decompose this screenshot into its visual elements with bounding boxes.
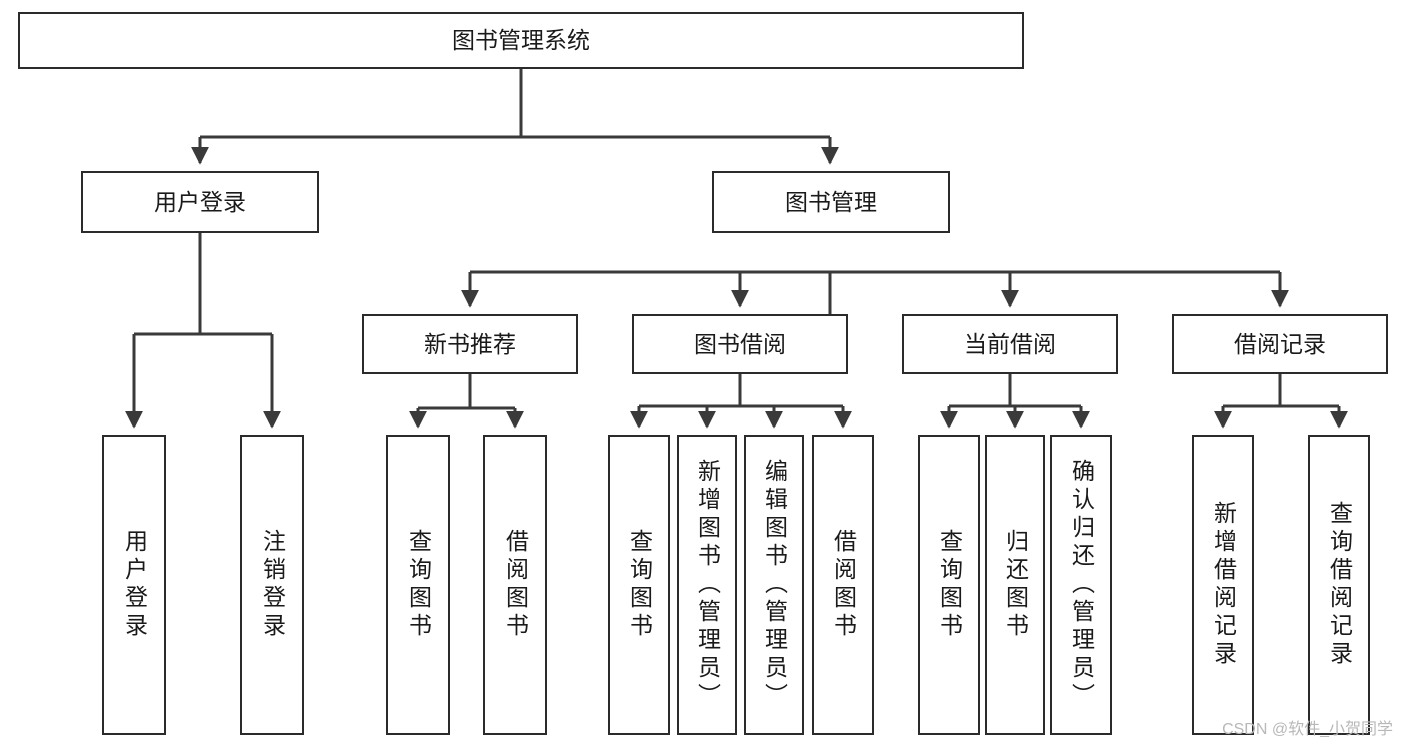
node-leaf-book-edit[interactable]: 编辑图书（管理员） bbox=[744, 435, 804, 735]
node-leaf-book-add-label: 新增图书（管理员） bbox=[694, 459, 721, 711]
node-user-login-label: 用户登录 bbox=[154, 188, 246, 215]
node-leaf-rec-add-label: 新增借阅记录 bbox=[1210, 501, 1237, 669]
node-leaf-book-lend[interactable]: 借阅图书 bbox=[812, 435, 874, 735]
node-leaf-rec-query[interactable]: 查询图书 bbox=[386, 435, 450, 735]
node-user-login[interactable]: 用户登录 bbox=[81, 171, 319, 233]
node-leaf-logout[interactable]: 注销登录 bbox=[240, 435, 304, 735]
node-book-manage[interactable]: 图书管理 bbox=[712, 171, 950, 233]
node-leaf-book-add[interactable]: 新增图书（管理员） bbox=[677, 435, 737, 735]
node-book-manage-label: 图书管理 bbox=[785, 188, 877, 215]
node-borrow-record-label: 借阅记录 bbox=[1234, 330, 1326, 357]
node-leaf-cur-return-label: 归还图书 bbox=[1002, 529, 1029, 641]
node-leaf-rec-query-label: 查询图书 bbox=[405, 529, 432, 641]
node-new-book-rec[interactable]: 新书推荐 bbox=[362, 314, 578, 374]
node-leaf-rec-borrow-label: 借阅图书 bbox=[502, 529, 529, 641]
node-leaf-rec-add[interactable]: 新增借阅记录 bbox=[1192, 435, 1254, 735]
node-leaf-logout-label: 注销登录 bbox=[259, 529, 286, 641]
node-leaf-cur-query-label: 查询图书 bbox=[936, 529, 963, 641]
node-leaf-cur-confirm[interactable]: 确认归还（管理员） bbox=[1050, 435, 1112, 735]
node-leaf-book-edit-label: 编辑图书（管理员） bbox=[761, 459, 788, 711]
node-leaf-rec-borrow[interactable]: 借阅图书 bbox=[483, 435, 547, 735]
node-current-borrow-label: 当前借阅 bbox=[964, 330, 1056, 357]
node-leaf-user-login-label: 用户登录 bbox=[121, 529, 148, 641]
node-root[interactable]: 图书管理系统 bbox=[18, 12, 1024, 69]
node-leaf-user-login[interactable]: 用户登录 bbox=[102, 435, 166, 735]
node-current-borrow[interactable]: 当前借阅 bbox=[902, 314, 1118, 374]
node-borrow-record[interactable]: 借阅记录 bbox=[1172, 314, 1388, 374]
node-leaf-rec-search-label: 查询借阅记录 bbox=[1326, 501, 1353, 669]
node-leaf-cur-return[interactable]: 归还图书 bbox=[985, 435, 1045, 735]
watermark-text: CSDN @软件_小贺同学 bbox=[1222, 721, 1393, 738]
node-leaf-borrow-query[interactable]: 查询图书 bbox=[608, 435, 670, 735]
node-leaf-book-lend-label: 借阅图书 bbox=[830, 529, 857, 641]
node-leaf-borrow-query-label: 查询图书 bbox=[626, 529, 653, 641]
node-book-borrow[interactable]: 图书借阅 bbox=[632, 314, 848, 374]
node-new-book-rec-label: 新书推荐 bbox=[424, 330, 516, 357]
node-leaf-cur-query[interactable]: 查询图书 bbox=[918, 435, 980, 735]
node-leaf-rec-search[interactable]: 查询借阅记录 bbox=[1308, 435, 1370, 735]
node-root-label: 图书管理系统 bbox=[452, 27, 590, 54]
node-book-borrow-label: 图书借阅 bbox=[694, 330, 786, 357]
node-leaf-cur-confirm-label: 确认归还（管理员） bbox=[1068, 459, 1095, 711]
